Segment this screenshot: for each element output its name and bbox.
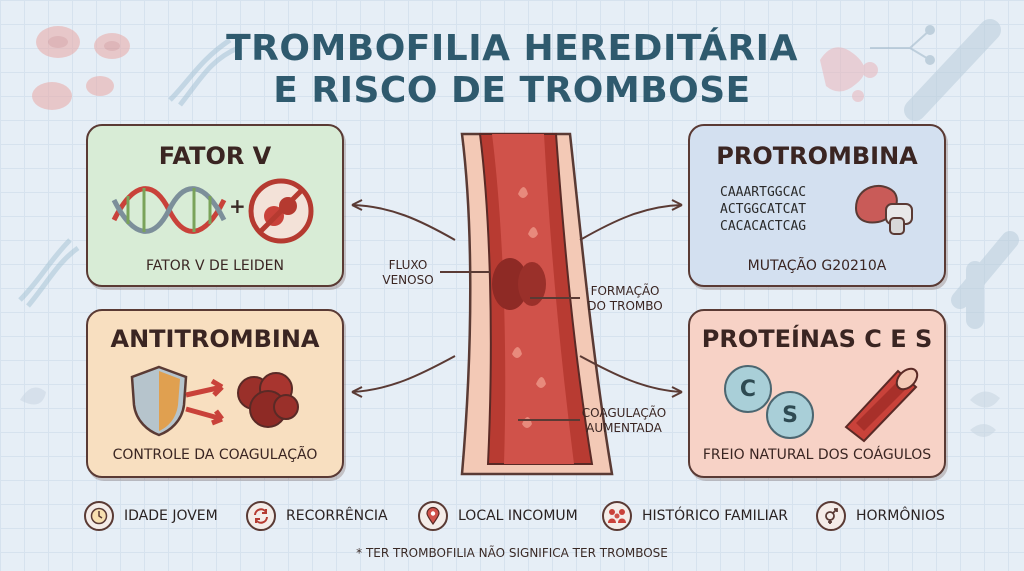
red-blood-cell-icon	[32, 82, 72, 110]
protein-c-icon: C	[724, 365, 772, 413]
card-protrombina: PROTROMBINA CAAARTGGCAC ACTGGCATCAT CACA…	[688, 124, 946, 287]
dna-decoration-icon	[18, 238, 80, 308]
cells-decoration-icon	[820, 47, 865, 92]
card-title: FATOR V	[158, 142, 272, 170]
blocking-arrows-icon	[185, 378, 224, 426]
thrombus-mass	[492, 258, 528, 310]
location-pin-icon	[418, 501, 448, 531]
family-icon	[602, 501, 632, 531]
risk-factor-hormonios: HORMÔNIOS	[816, 500, 945, 532]
card-proteinas-c-s: PROTEÍNAS C E S C S FREIO NATURAL DOS CO…	[688, 309, 946, 478]
dna-sequence: CAAARTGGCAC ACTGGCATCAT CACACACTCAG	[720, 185, 807, 234]
card-caption: FREIO NATURAL DOS COÁGULOS	[702, 447, 932, 463]
red-blood-cell-icon	[86, 76, 114, 96]
risk-factor-local-incomum: LOCAL INCOMUM	[418, 500, 578, 532]
blood-vessel-icon	[844, 367, 919, 443]
dna-icon	[111, 186, 227, 234]
dna-decoration-icon	[168, 37, 240, 107]
protein-molecule-icon	[854, 184, 913, 235]
card-fator-v: FATOR V + FATOR V DE LEIDEN	[86, 124, 344, 287]
prohibited-clot-icon	[248, 178, 314, 244]
card-title: ANTITROMBINA	[110, 325, 320, 353]
gender-icon	[816, 501, 846, 531]
risk-factor-idade-jovem: IDADE JOVEM	[84, 500, 218, 532]
card-caption: MUTAÇÃO G20210A	[747, 258, 887, 274]
card-caption: CONTROLE DA COAGULAÇÃO	[112, 447, 318, 463]
recurrence-icon	[246, 501, 276, 531]
page-title-line-2: E RISCO DE TROMBOSE	[273, 70, 751, 111]
vessel-decoration-icon	[904, 19, 1001, 121]
card-antitrombina: ANTITROMBINA CONTROLE DA COAGULAÇÃO	[86, 309, 344, 478]
card-caption: FATOR V DE LEIDEN	[146, 258, 284, 274]
footnote: * TER TROMBOFILIA NÃO SIGNIFICA TER TROM…	[356, 546, 668, 560]
plus-sign: +	[229, 194, 246, 218]
protein-s-icon: S	[766, 391, 814, 439]
shield-icon	[130, 365, 188, 437]
clock-icon	[84, 501, 114, 531]
risk-factor-recorrencia: RECORRÊNCIA	[246, 500, 388, 532]
thrombus-mass	[518, 262, 546, 306]
page-title-line-1: TROMBOFILIA HEREDITÁRIA	[226, 28, 798, 69]
risk-factor-historico-familiar: HISTÓRICO FAMILIAR	[602, 500, 788, 532]
card-title: PROTROMBINA	[716, 142, 918, 170]
card-title: PROTEÍNAS C E S	[701, 325, 933, 353]
vessel-decoration-icon	[951, 231, 1019, 329]
blood-clot-icon	[237, 372, 299, 428]
